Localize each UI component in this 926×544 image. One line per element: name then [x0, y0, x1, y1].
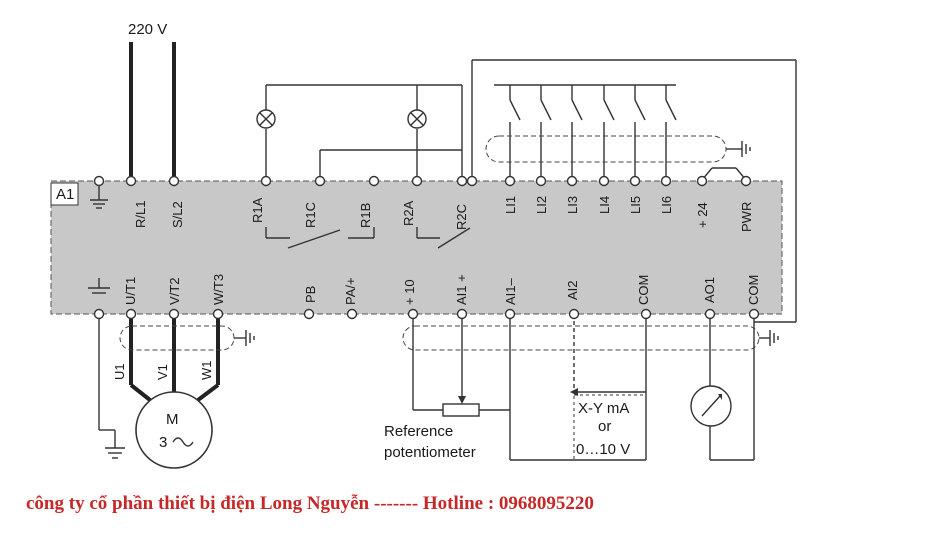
terminal-pb: PB	[303, 286, 318, 303]
analog-source-label-1: X-Y mA	[578, 400, 629, 417]
terminal-r2a: R2A	[401, 200, 416, 226]
analog-wiring	[402, 314, 779, 461]
terminal-plus-10: + 10	[402, 279, 417, 305]
ground-icon-module	[88, 278, 110, 294]
terminal-ai1-plus: AI1 +	[454, 274, 469, 305]
supply-label: 220 V	[128, 21, 167, 38]
motor-phase-v1: V1	[155, 364, 170, 380]
shield-motor	[119, 325, 255, 351]
relay-wiring	[265, 59, 797, 323]
terminal-ai1-minus: AI1–	[503, 277, 518, 305]
terminal-r2c: R2C	[454, 204, 469, 230]
shield-top	[485, 135, 751, 163]
footer-hotline: công ty cổ phần thiết bị điện Long Nguyễ…	[26, 493, 594, 514]
analog-source-label-3: 0…10 V	[576, 441, 630, 458]
motor-name: M	[166, 411, 179, 428]
meter-icon	[690, 385, 732, 427]
drive-module	[50, 180, 783, 315]
terminal-li6: LI6	[659, 196, 674, 214]
potentiometer-label-1: Reference	[384, 423, 453, 440]
switch-icons	[509, 85, 677, 180]
terminal-pwr: PWR	[739, 202, 754, 232]
terminal-plus-24: + 24	[695, 202, 710, 228]
terminal-li5: LI5	[628, 196, 643, 214]
ground-icon-top	[90, 186, 108, 209]
terminal-r1b: R1B	[358, 203, 373, 228]
terminal-r1c: R1C	[303, 202, 318, 228]
potentiometer-label-2: potentiometer	[384, 444, 476, 461]
terminal-v-t2: V/T2	[167, 278, 182, 305]
motor-type: 3	[159, 434, 167, 451]
terminal-s-l2: S/L2	[170, 201, 185, 228]
terminal-com-2: COM	[746, 275, 761, 305]
terminal-li2: LI2	[534, 196, 549, 214]
analog-source-label-2: or	[598, 418, 611, 435]
terminal-u-t1: U/T1	[123, 277, 138, 305]
terminal-ai2: AI2	[565, 280, 580, 300]
terminal-r-l1: R/L1	[133, 201, 148, 228]
module-label-box	[50, 182, 79, 206]
ac-wave-icon	[172, 437, 194, 447]
terminal-li1: LI1	[503, 196, 518, 214]
module-label: A1	[56, 186, 74, 203]
wiring-diagram: A1 220 V	[50, 21, 797, 469]
terminal-ao1: AO1	[702, 277, 717, 303]
relay-contacts	[265, 227, 471, 249]
motor-icon	[135, 391, 213, 469]
terminal-w-t3: W/T3	[211, 274, 226, 305]
terminal-r1a: R1A	[250, 197, 265, 223]
terminal-pa: PA/+	[343, 277, 358, 305]
motor-phase-u1: U1	[112, 363, 127, 380]
top-terminal-circles	[93, 175, 752, 187]
lamp-icon-1	[256, 109, 276, 129]
terminal-li4: LI4	[597, 196, 612, 214]
motor-phase-w1: W1	[199, 361, 214, 381]
lamp-icon-2	[407, 109, 427, 129]
terminal-li3: LI3	[565, 196, 580, 214]
bottom-terminal-circles	[93, 308, 760, 320]
terminal-com-1: COM	[636, 275, 651, 305]
